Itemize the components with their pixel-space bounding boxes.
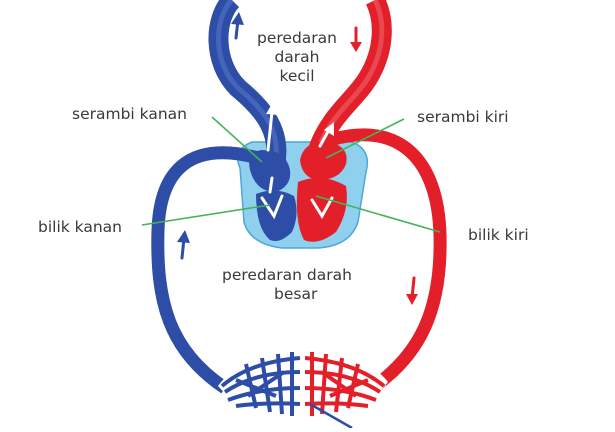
systemic-vein-loop xyxy=(151,146,260,394)
label-pulmonary-line2: darah xyxy=(274,48,320,66)
label-systemic-line2: besar xyxy=(274,285,318,303)
label-left-atrium: serambi kiri xyxy=(417,108,509,126)
label-pulmonary-line3: kecil xyxy=(279,67,315,85)
label-pulmonary-circulation: peredaran darah kecil xyxy=(242,29,352,86)
label-right-atrium: serambi kanan xyxy=(72,105,188,123)
label-pulmonary-line1: peredaran xyxy=(257,29,337,47)
label-right-ventricle: bilik kanan xyxy=(38,218,123,236)
left-atrium-shape xyxy=(300,141,347,180)
left-ventricle-shape xyxy=(296,177,347,242)
systemic-artery-loop xyxy=(328,128,447,394)
leader-lines xyxy=(141,116,441,233)
label-left-ventricle: bilik kiri xyxy=(468,226,529,244)
leader-left-atrium xyxy=(325,118,405,159)
leader-right-atrium xyxy=(211,116,263,163)
leader-right-ventricle xyxy=(141,204,271,226)
leader-left-ventricle xyxy=(315,195,441,233)
label-systemic-line1: peredaran darah xyxy=(222,266,352,284)
label-systemic-circulation: peredaran darah besar xyxy=(222,266,352,304)
